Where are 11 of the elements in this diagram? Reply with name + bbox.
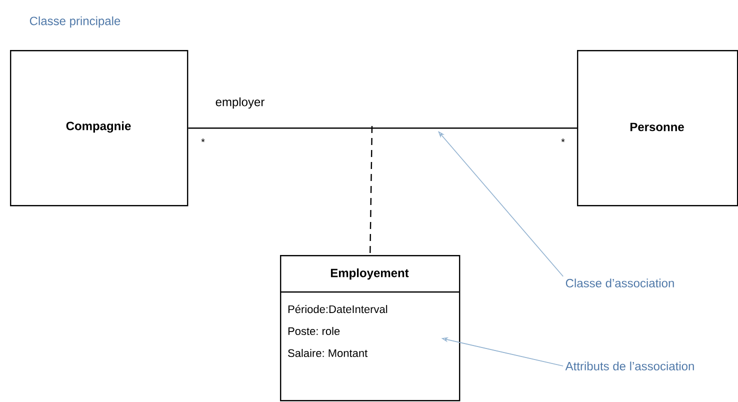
note-text: Attributs de l’association <box>565 362 694 370</box>
dashed-line <box>370 126 373 256</box>
heading-text: Classe principale <box>30 16 120 28</box>
association-line <box>188 128 577 129</box>
class-box: Personne <box>577 50 738 206</box>
class-box: Compagnie <box>10 50 188 206</box>
note-text: Classe d’association <box>566 278 674 288</box>
edge-label: employer <box>216 97 264 109</box>
association-class-box: Employement Période:DateInterval Poste: role Salaire: Montant <box>280 255 460 402</box>
multiplicity: * <box>561 138 565 142</box>
multiplicity: * <box>201 138 205 142</box>
